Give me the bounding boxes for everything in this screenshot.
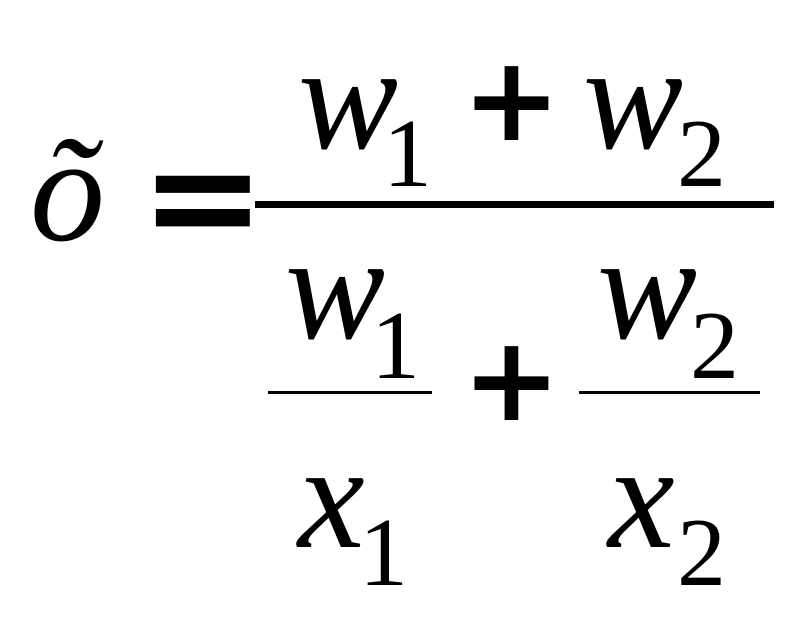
denominator: w 1 x 1 + w 2 x 2 — [268, 205, 760, 607]
denominator-frac2-den-var: x — [606, 414, 675, 580]
formula-lhs: õ — [30, 107, 105, 273]
denominator-frac1-den-var: x — [296, 414, 365, 580]
numerator-plus: + — [462, 30, 561, 168]
denominator-frac2-num-sub: 2 — [690, 292, 739, 400]
denominator-frac1-bar — [268, 391, 432, 394]
numerator-w1-var: w — [298, 15, 398, 181]
denominator-frac2-bar — [579, 391, 760, 394]
lhs-symbol: õ — [30, 107, 105, 273]
numerator: w 1 + w 2 — [298, 15, 726, 208]
denominator-frac1-num-var: w — [285, 205, 385, 371]
denominator-frac1-num-sub: 1 — [371, 292, 420, 400]
numerator-w2-sub: 2 — [677, 100, 726, 208]
numerator-w2-var: w — [583, 15, 683, 181]
denominator-frac2-num-var: w — [597, 205, 697, 371]
denominator-frac1-den-sub: 1 — [359, 499, 408, 607]
main-fraction-bar — [255, 201, 774, 208]
equals-sign: = — [140, 110, 266, 284]
denominator-plus: + — [462, 310, 561, 448]
numerator-w1-sub: 1 — [383, 100, 432, 208]
denominator-frac2-den-sub: 2 — [677, 499, 726, 607]
